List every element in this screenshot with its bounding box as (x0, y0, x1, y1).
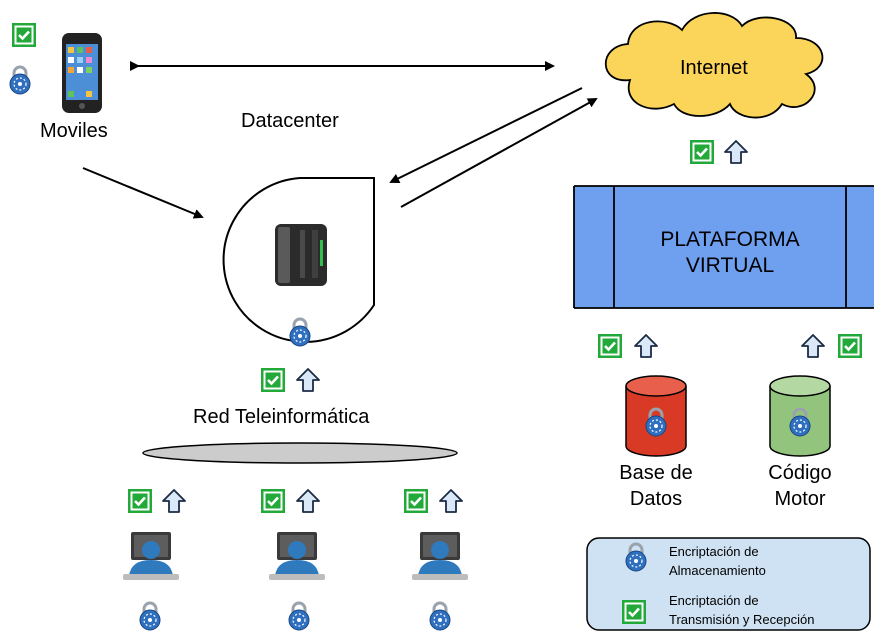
check-icon (259, 487, 287, 515)
phone-icon (62, 33, 102, 113)
internet-cloud (604, 12, 824, 119)
up-arrow-icon (801, 334, 825, 358)
network-bar (142, 442, 458, 464)
datacenter-internet-arrow (400, 98, 598, 208)
legend-box (586, 537, 871, 631)
up-arrow-icon (439, 489, 463, 513)
moviles-label: Moviles (40, 120, 108, 142)
plataforma-label-line2: VIRTUAL (685, 254, 775, 277)
internet-datacenter-arrow (389, 87, 583, 183)
check-icon (402, 487, 430, 515)
legend-storage-text: Encriptación de Almacenamiento (669, 542, 766, 580)
legend-transmission-line1: Encriptación de (669, 593, 759, 608)
codigo-label-line2: Motor (774, 488, 826, 510)
legend-transmission-line2: Transmisión y Recepción (669, 612, 815, 627)
check-icon (688, 138, 716, 166)
up-arrow-icon (724, 140, 748, 164)
lock-icon (138, 601, 162, 632)
lock-icon (8, 65, 32, 96)
check-icon (259, 366, 287, 394)
plataforma-virtual-box (573, 185, 874, 309)
check-icon (10, 21, 38, 49)
internet-label: Internet (680, 57, 748, 79)
legend-storage-line1: Encriptación de (669, 544, 759, 559)
check-icon (596, 332, 624, 360)
lock-icon (287, 601, 311, 632)
user-laptop-icon (412, 532, 468, 580)
codigo-motor-label: Código Motor (740, 460, 860, 512)
user-laptop-icon (123, 532, 179, 580)
base-de-datos-label: Base de Datos (596, 460, 716, 512)
codigo-label-line1: Código (768, 462, 832, 484)
plataforma-label: PLATAFORMA VIRTUAL (614, 227, 846, 279)
up-arrow-icon (634, 334, 658, 358)
base-label-line2: Datos (629, 488, 683, 510)
legend-storage-line2: Almacenamiento (669, 563, 766, 578)
up-arrow-icon (296, 489, 320, 513)
up-arrow-icon (162, 489, 186, 513)
user-laptop-icon (269, 532, 325, 580)
server-icon (275, 224, 327, 286)
datacenter-label: Datacenter (241, 110, 339, 132)
red-label: Red Teleinformática (193, 406, 370, 428)
base-label-line1: Base de (619, 462, 693, 484)
legend-transmission-text: Encriptación de Transmisión y Recepción (669, 591, 814, 629)
legend-check-icon (620, 598, 648, 626)
moviles-datacenter-arrow (82, 167, 204, 219)
lock-icon (428, 601, 452, 632)
check-icon (836, 332, 864, 360)
up-arrow-icon (296, 368, 320, 392)
check-icon (126, 487, 154, 515)
plataforma-label-line1: PLATAFORMA (660, 228, 800, 251)
